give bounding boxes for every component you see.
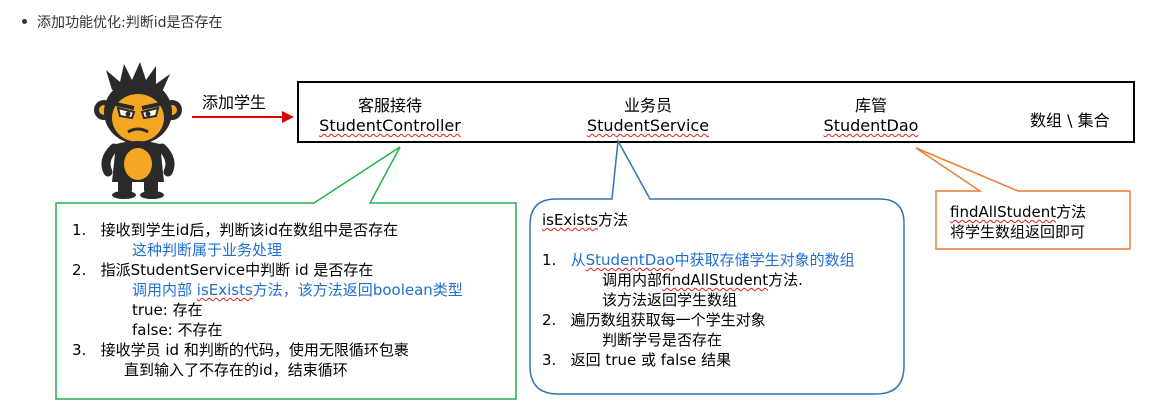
controller-false-line: false: 不存在 — [132, 321, 223, 339]
service-step-1-sub2: 该方法返回学生数组 — [602, 291, 738, 309]
role-service: 业务员 StudentService — [570, 96, 726, 136]
dao-callout: findAllStudent方法 将学生数组返回即可 — [950, 202, 1086, 242]
role-service-en: StudentService — [586, 116, 710, 135]
role-service-cn: 业务员 — [623, 96, 672, 115]
heading-text: 添加功能优化:判断id是否存在 — [37, 15, 223, 31]
page-heading: 添加功能优化:判断id是否存在 — [22, 12, 223, 32]
role-dao-cn: 库管 — [854, 96, 887, 115]
array-collection-label: 数组 \ 集合 — [1030, 111, 1110, 130]
controller-true-line: true: 存在 — [132, 301, 203, 319]
service-callout: isExists方法 1. 从StudentDao中获取存储学生对象的数组 调用… — [542, 210, 855, 370]
architecture-box — [297, 81, 1135, 143]
controller-step-2-note: 调用内部 isExists方法，该方法返回boolean类型 — [132, 281, 463, 299]
controller-step-1-note: 这种判断属于业务处理 — [132, 241, 283, 259]
role-controller-cn: 客服接待 — [357, 96, 422, 115]
service-step-3: 3. 返回 true 或 false 结果 — [542, 351, 732, 369]
bullet-icon — [22, 19, 27, 24]
dao-callout-shape — [915, 147, 1131, 250]
service-step-1: 1. 从StudentDao中获取存储学生对象的数组 — [542, 251, 855, 269]
monkey-mascot-icon — [94, 62, 182, 199]
role-dao-en: StudentDao — [823, 116, 919, 135]
controller-step-3: 3. 接收学员 id 和判断的代码，使用无限循环包裹 — [72, 341, 409, 359]
service-step-2-sub: 判断学号是否存在 — [602, 331, 723, 349]
service-title: isExists方法 — [542, 211, 629, 229]
service-step-1-sub1: 调用内部findAllStudent方法. — [602, 271, 803, 289]
controller-callout-shape — [55, 146, 517, 400]
controller-step-3-note: 直到输入了不存在的id，结束循环 — [124, 361, 348, 379]
service-callout-shape — [529, 138, 905, 395]
controller-callout: 1. 接收到学生id后，判断该id在数组中是否存在 这种判断属于业务处理 2. … — [72, 220, 463, 380]
role-controller: 客服接待 StudentController — [302, 96, 478, 136]
dao-line-2: 将学生数组返回即可 — [950, 223, 1086, 241]
controller-step-2: 2. 指派StudentService中判断 id 是否存在 — [72, 261, 374, 279]
controller-step-1: 1. 接收到学生id后，判断该id在数组中是否存在 — [72, 221, 399, 239]
red-arrow-icon — [192, 111, 294, 123]
role-dao: 库管 StudentDao — [806, 96, 936, 136]
dao-line-1: findAllStudent方法 — [950, 203, 1087, 221]
role-controller-en: StudentController — [319, 116, 461, 135]
service-step-2: 2. 遍历数组获取每一个学生对象 — [542, 311, 766, 329]
add-student-label: 添加学生 — [202, 93, 267, 112]
